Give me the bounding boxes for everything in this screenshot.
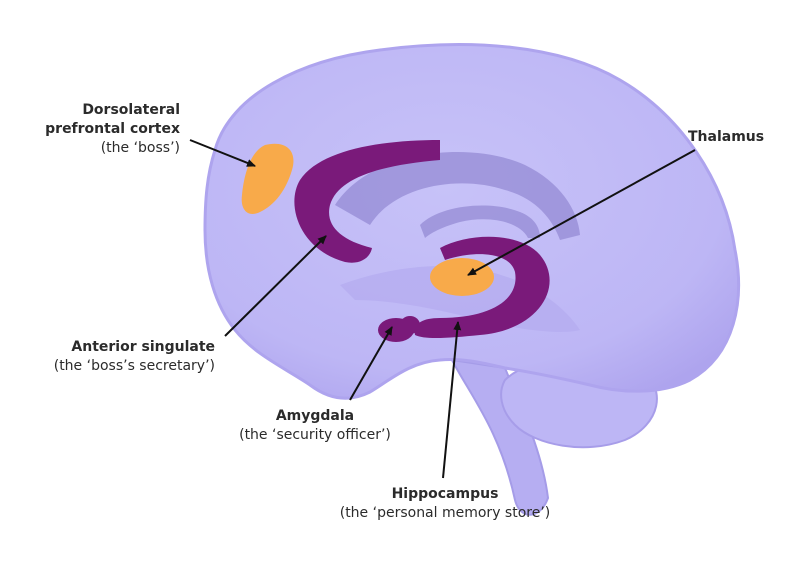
brain-hemisphere xyxy=(203,43,741,400)
arrow-dlpfc xyxy=(189,139,256,167)
anterior-cingulate-shape xyxy=(294,140,440,263)
arrow-anterior xyxy=(224,235,327,337)
label-amygdala-subtitle: (the ‘security officer’) xyxy=(239,427,391,443)
label-dlpfc-title-2: prefrontal cortex xyxy=(45,121,180,137)
arrow-amygdala xyxy=(349,326,393,401)
arrow-hippocampus xyxy=(442,321,462,479)
label-dlpfc-subtitle: (the ‘boss’) xyxy=(100,140,180,156)
label-dlpfc: Dorsolateral prefrontal cortex (the ‘bos… xyxy=(0,101,180,158)
label-thalamus-title: Thalamus xyxy=(688,129,765,145)
thalamus-highlight xyxy=(430,258,494,296)
arrow-thalamus xyxy=(467,149,696,276)
label-hippocampus-title: Hippocampus xyxy=(391,486,499,502)
label-thalamus: Thalamus xyxy=(688,128,798,147)
label-amygdala-title: Amygdala xyxy=(275,408,355,424)
label-hippocampus-subtitle: (the ‘personal memory store’) xyxy=(339,505,551,521)
corpus-callosum xyxy=(335,152,580,240)
label-hippocampus: Hippocampus (the ‘personal memory store’… xyxy=(320,485,570,523)
label-dlpfc-title-1: Dorsolateral xyxy=(82,102,180,118)
amygdala-shape-lobe xyxy=(400,316,420,334)
label-anterior-subtitle: (the ‘boss’s secretary’) xyxy=(53,358,215,374)
fornix xyxy=(420,205,540,238)
label-amygdala: Amygdala (the ‘security officer’) xyxy=(205,407,425,445)
label-anterior-title: Anterior singulate xyxy=(71,339,215,355)
hippocampus-shape xyxy=(414,236,550,339)
label-anterior: Anterior singulate (the ‘boss’s secretar… xyxy=(0,338,215,376)
